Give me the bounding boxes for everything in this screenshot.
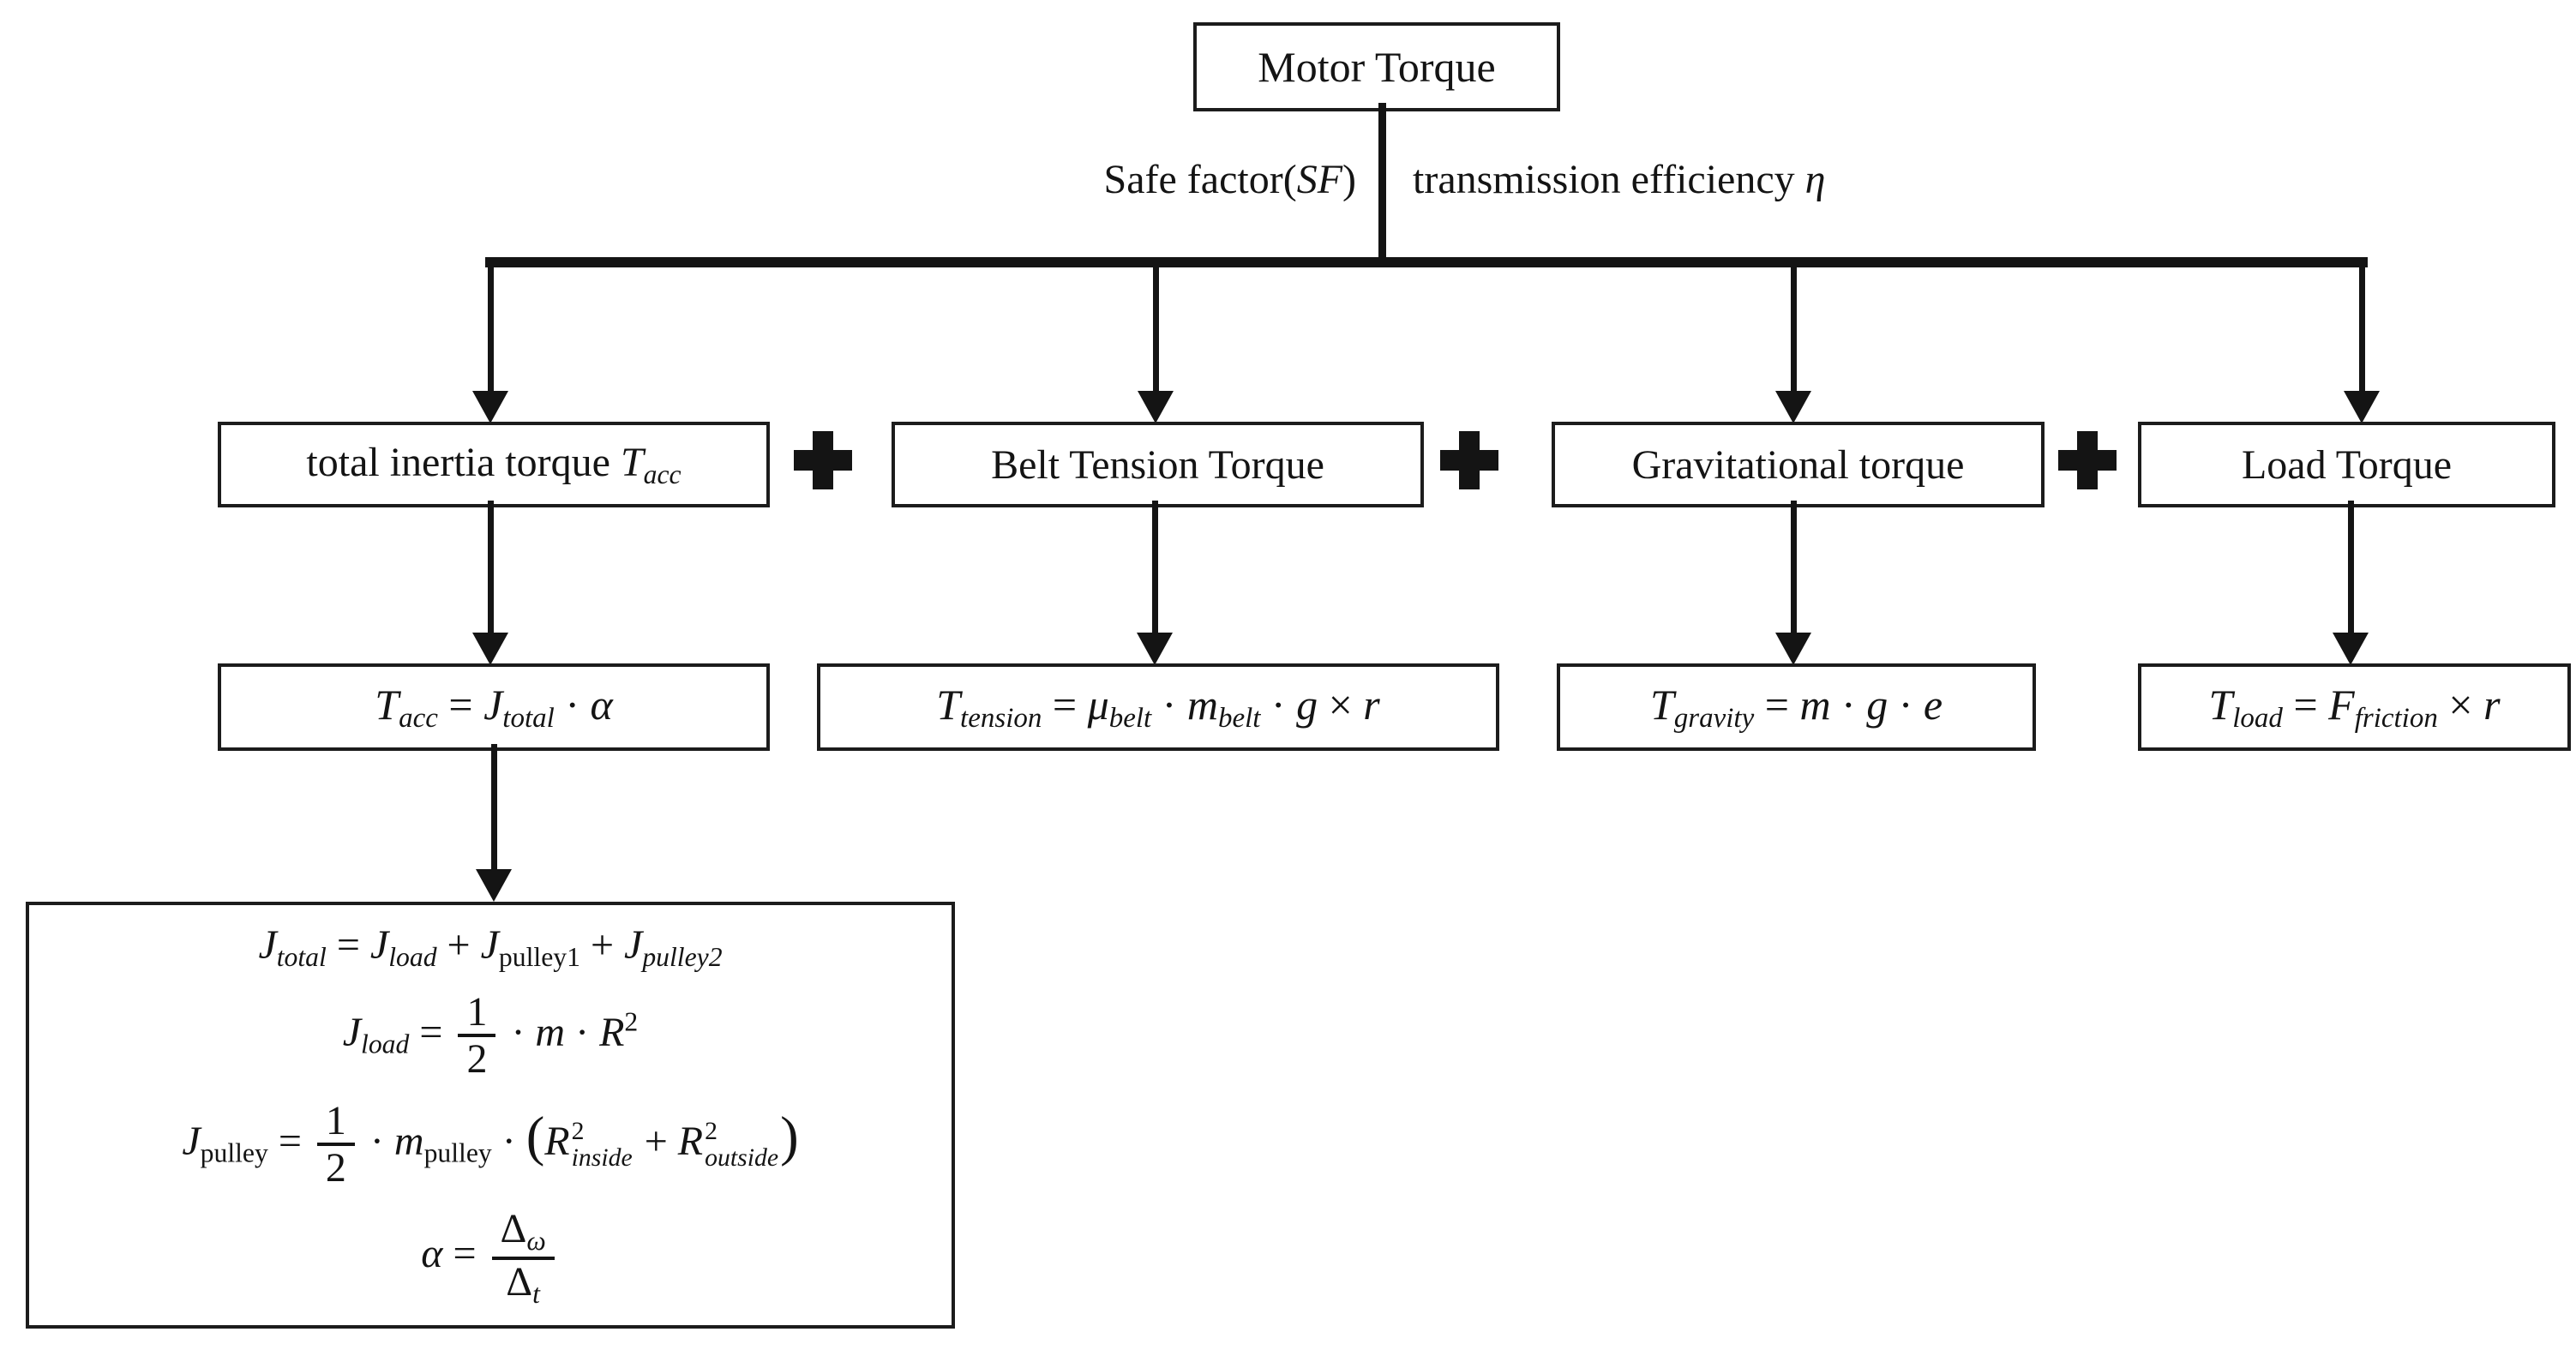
connector-line-belt <box>1152 501 1158 634</box>
gravitational-formula-box: Tgravity = m · g · e <box>1557 663 2036 751</box>
branch-line-gravity <box>1791 267 1797 393</box>
branch-line-inertia <box>488 267 494 393</box>
arrow-down-icon <box>1775 391 1811 423</box>
arrow-down-icon <box>1138 391 1174 423</box>
load-torque-label: Load Torque <box>2241 441 2452 488</box>
connector-line-load <box>2348 501 2354 634</box>
arrow-down-icon <box>2333 633 2369 665</box>
arrow-down-icon <box>1775 633 1811 665</box>
plus-icon-hbar <box>1440 450 1498 471</box>
connector-line-detail <box>491 744 497 871</box>
load-formula: Tload = Ffriction × r <box>2208 680 2501 735</box>
transmission-efficiency-label: transmission efficiency η <box>1413 157 1826 202</box>
belt-tension-label: Belt Tension Torque <box>991 441 1324 488</box>
plus-icon <box>2058 431 2117 489</box>
plus-icon-hbar <box>2058 450 2117 471</box>
plus-icon <box>794 431 852 489</box>
arrow-down-icon <box>476 869 512 902</box>
belt-tension-formula-box: Ttension = μbelt · mbelt · g × r <box>817 663 1499 751</box>
load-formula-box: Tload = Ffriction × r <box>2138 663 2571 751</box>
gravitational-torque-label: Gravitational torque <box>1631 441 1965 488</box>
plus-icon-hbar <box>794 450 852 471</box>
gravitational-torque-box: Gravitational torque <box>1552 422 2045 507</box>
connector-line-gravity <box>1791 501 1797 634</box>
safe-factor-label: Safe factor(SF) <box>1103 157 1357 202</box>
inertia-torque-label: total inertia torque Tacc <box>306 440 682 489</box>
trunk-line <box>1378 103 1386 259</box>
motor-torque-box: Motor Torque <box>1193 22 1560 111</box>
connector-line-inertia <box>488 501 494 634</box>
branch-line-belt <box>1153 267 1159 393</box>
arrow-down-icon <box>2344 391 2380 423</box>
gravitational-formula: Tgravity = m · g · e <box>1649 680 1943 735</box>
inertia-formula: Tacc = Jtotal · α <box>375 680 613 735</box>
plus-icon <box>1440 431 1498 489</box>
inertia-torque-box: total inertia torque Tacc <box>218 422 770 507</box>
motor-torque-label: Motor Torque <box>1258 43 1496 91</box>
arrow-down-icon <box>1137 633 1173 665</box>
inertia-detail-box: Jtotal = Jload + Jpulley1 + Jpulley2 Jlo… <box>26 902 955 1329</box>
load-torque-box: Load Torque <box>2138 422 2555 507</box>
branch-line-load <box>2359 267 2365 393</box>
inertia-formula-box: Tacc = Jtotal · α <box>218 663 770 751</box>
belt-tension-formula: Ttension = μbelt · mbelt · g × r <box>936 680 1380 735</box>
arrow-down-icon <box>472 633 508 665</box>
arrow-down-icon <box>472 391 508 423</box>
belt-tension-box: Belt Tension Torque <box>892 422 1424 507</box>
formula-line-jtotal: Jtotal = Jload + Jpulley1 + Jpulley2 <box>258 922 723 973</box>
branch-bar <box>485 257 2368 267</box>
